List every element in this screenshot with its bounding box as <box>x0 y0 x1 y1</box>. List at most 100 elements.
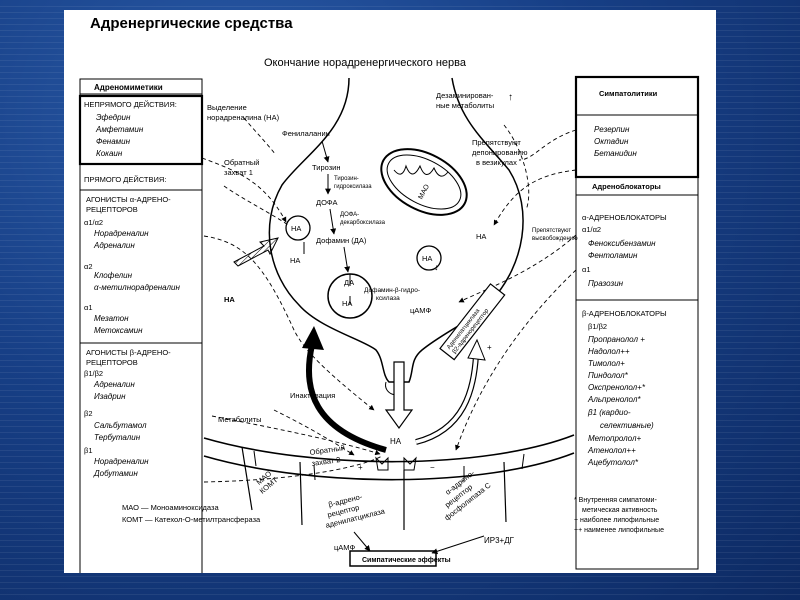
adrenergic-diagram: Адренергические средства Окончание норад… <box>78 15 700 573</box>
dbh-label: ксилаза <box>376 295 400 302</box>
receptor-dividers <box>241 446 507 530</box>
deaminated-label: ные метаболиты <box>436 101 494 110</box>
blockers-header: Адреноблокаторы <box>592 182 661 191</box>
dopa-label: ДОФА <box>316 198 337 207</box>
group-label: α2 <box>84 262 93 271</box>
reuptake2-label: Обратный <box>309 443 345 457</box>
arrow-icon: ↓ <box>434 262 439 272</box>
enzyme-label: декарбоксилаза <box>340 220 386 226</box>
alpha-agonists-heading: РЕЦЕПТОРОВ <box>86 205 138 214</box>
phenylalanine-label: Фенилаланин <box>282 129 330 138</box>
group-label: селективные) <box>600 421 654 430</box>
reuptake2-label: захват 2 <box>311 455 341 468</box>
drug-item: Пиндолол* <box>588 371 629 380</box>
drug-item: Норадреналин <box>94 229 149 238</box>
group-label: β1/β2 <box>588 322 607 331</box>
inactivation-arrowhead <box>302 326 324 350</box>
mitochondrion: МАО <box>380 148 468 216</box>
effects-arrow <box>353 531 371 552</box>
diagram-slide: Адренергические средства Окончание норад… <box>64 10 716 573</box>
dashed-links <box>201 117 577 483</box>
release-hollow-arrow <box>384 361 414 430</box>
drug-item: Тимолол+ <box>588 359 625 368</box>
right-panel: Симпатолитики Резерпин Октадин Бетанидин… <box>574 75 700 570</box>
vesicle-na-label: НА <box>342 299 352 308</box>
na-label: НА <box>390 437 402 446</box>
plus-sign: + <box>487 343 492 352</box>
na-label: НА <box>290 256 300 265</box>
prevent-release-label: высвобождению <box>532 236 578 242</box>
hollow-curved-arrow <box>415 354 478 444</box>
reuptake1-label: захват 1 <box>224 168 253 177</box>
inactivation-label: Инактивация <box>290 391 335 400</box>
enzyme-label: ДОФА- <box>340 212 359 218</box>
ip3-label: ИР3+ДГ <box>484 536 515 545</box>
drug-item: α-метилнорадреналин <box>94 283 180 292</box>
group-label: α1/α2 <box>84 218 103 227</box>
vesicle-na-label: НА <box>422 254 432 263</box>
notes-legend: ++ наименее липофильные <box>574 527 664 534</box>
deaminated-label: Дезаминирован- <box>436 91 494 100</box>
sympathetic-effects-box <box>349 550 437 567</box>
notes-legend: * Внутренняя симпатоми- <box>574 497 657 504</box>
drug-item: Норадреналин <box>94 457 149 466</box>
metabolites-label: Метаболиты <box>218 415 261 424</box>
abbrev-legend: КОМТ — Катехол-О-метилтрансфераза <box>122 515 261 524</box>
reuptake1-label: Обратный <box>224 158 259 167</box>
background-line <box>0 582 800 583</box>
group-label: β1/β2 <box>84 369 103 378</box>
hollow-arrowhead <box>467 338 486 361</box>
drug-item: Мезатон <box>94 314 129 323</box>
vesicle-da-label: ДА <box>344 278 354 287</box>
receptor-arrow-left <box>375 456 389 471</box>
drug-item: Окспренолол+* <box>588 383 646 392</box>
group-label: α1 <box>84 303 93 312</box>
drug-item: Метопролол+ <box>588 434 641 443</box>
drug-item: Ацебутолол* <box>587 458 639 467</box>
prevent-deposit-label: депонированию <box>472 148 528 157</box>
drug-item: Пропранолол + <box>588 335 645 344</box>
enzyme-label: Тирозин- <box>334 176 359 182</box>
indirect-item: Эфедрин <box>96 113 131 122</box>
pathway-arrow <box>329 208 337 235</box>
drug-item: Адреналин <box>93 380 135 389</box>
indirect-item: Кокаин <box>96 149 123 158</box>
sympatholytics-header: Симпатолитики <box>599 89 658 98</box>
prevent-deposit-label: Препятствуют <box>472 138 521 147</box>
prevent-deposit-label: в везикулах <box>476 158 517 167</box>
group-label: β1 (кардио- <box>587 408 631 417</box>
background-line <box>0 6 800 7</box>
drug-item: Празозин <box>588 279 624 288</box>
direct-heading: ПРЯМОГО ДЕЙСТВИЯ: <box>84 175 166 184</box>
arrow-icon: ↑ <box>508 92 513 103</box>
drug-item: Альпренолол* <box>587 395 641 404</box>
drug-item: Бетанидин <box>594 149 637 158</box>
postsynaptic-membrane <box>203 434 575 481</box>
camp-label: цАМФ <box>334 543 355 552</box>
na-label: НА <box>224 295 235 304</box>
drug-item: Атенолол++ <box>587 446 636 455</box>
notes-legend: + наиболее липофильные <box>574 516 659 524</box>
prevent-release-label: Препятствуют <box>532 228 571 234</box>
reuptake-arrow <box>233 237 279 267</box>
na-label: НА <box>476 232 486 241</box>
membrane-ticks <box>253 450 525 481</box>
indirect-item: Амфетамин <box>95 125 144 134</box>
left-panel-header: Адреномиметики <box>94 83 163 92</box>
group-label: α1 <box>582 265 591 274</box>
pathway-arrow <box>343 246 351 273</box>
drug-item: Клофелин <box>94 271 133 280</box>
background-line <box>0 588 800 589</box>
background-line <box>0 594 800 595</box>
drug-item: Фентоламин <box>588 251 638 260</box>
tyrosine-label: Тирозин <box>312 163 340 172</box>
indirect-item: Фенамин <box>96 137 131 146</box>
plus-sign: + <box>358 463 363 472</box>
drug-item: Добутамин <box>93 469 138 478</box>
group-label: α1/α2 <box>582 225 601 234</box>
alpha-agonists-heading: АГОНИСТЫ α-АДРЕНО- <box>86 195 171 204</box>
drug-item: Изадрин <box>94 392 126 401</box>
background-line <box>0 576 800 577</box>
release-label: норадреналина (НА) <box>207 113 280 122</box>
beta-agonists-heading: АГОНИСТЫ β-АДРЕНО- <box>86 348 171 357</box>
